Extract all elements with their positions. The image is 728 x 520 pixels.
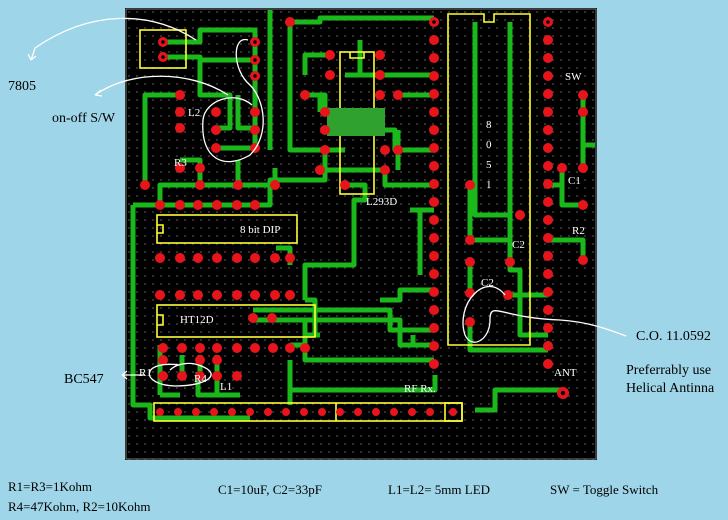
trace xyxy=(163,54,255,63)
trace xyxy=(163,27,258,45)
switch-arrowhead xyxy=(94,89,103,97)
ht12d-outline xyxy=(156,304,316,338)
c2-label-lower: C2 xyxy=(481,277,494,289)
c1-label: C1 xyxy=(568,175,581,187)
trace xyxy=(235,95,255,131)
trace xyxy=(287,22,325,153)
legend-switch: SW = Toggle Switch xyxy=(550,482,659,497)
trace xyxy=(157,168,278,202)
l1-label: L1 xyxy=(220,381,233,393)
trace xyxy=(380,287,434,303)
ant-block xyxy=(444,402,463,422)
trace xyxy=(475,387,560,413)
trace xyxy=(290,15,434,25)
crystal-label: C.O. 11.0592 xyxy=(636,329,711,344)
crystal-arrow xyxy=(462,285,627,343)
trace xyxy=(467,262,548,353)
trace xyxy=(157,345,180,398)
l293d-heatsink xyxy=(327,108,385,136)
dip-label: 8 bit DIP xyxy=(240,224,281,236)
trace xyxy=(253,307,434,333)
dip-switch-outline xyxy=(156,214,298,244)
handdrawn-annotations xyxy=(27,17,627,387)
trace xyxy=(287,360,438,393)
trace xyxy=(180,157,203,185)
switch-label: on-off S/W xyxy=(52,111,116,126)
l2-label: L2 xyxy=(188,107,201,119)
trace xyxy=(302,182,368,300)
switch-arrow xyxy=(94,75,229,96)
trace xyxy=(400,335,416,348)
legend-capacitors: C1=10uF, C2=33pF xyxy=(218,482,322,497)
mcu-char-1: 1 xyxy=(486,179,492,191)
legend-leds: L1=L2= 5mm LED xyxy=(388,482,491,497)
trace xyxy=(142,92,180,185)
trace xyxy=(410,207,434,275)
r4-label: R4 xyxy=(194,373,207,385)
regulator-arrowhead xyxy=(27,53,37,61)
trace xyxy=(472,22,510,218)
trace xyxy=(507,22,548,338)
trace xyxy=(322,147,434,188)
regulator-arrow xyxy=(30,17,197,61)
r2-label: R2 xyxy=(572,225,585,237)
legend-resistors-1: R1=R3=1Kohm xyxy=(8,479,93,494)
ant-label: ANT xyxy=(554,367,577,379)
r1-label: R1 xyxy=(139,367,152,379)
c2-label-upper: C2 xyxy=(512,239,525,251)
trace xyxy=(197,60,233,131)
trace xyxy=(302,52,330,75)
trace xyxy=(548,237,586,260)
trace xyxy=(559,168,583,208)
mcu-char-5: 5 xyxy=(486,159,492,171)
l293d-notch xyxy=(349,52,365,59)
ht12d-notch xyxy=(157,314,164,326)
pad-holes xyxy=(161,20,566,396)
pads xyxy=(140,17,588,416)
regulator-label: 7805 xyxy=(8,79,36,94)
mcu-outline xyxy=(447,13,531,346)
sw-label: SW xyxy=(565,71,582,83)
transistor-loop xyxy=(148,362,212,387)
rf-rx-label: RF Rx. xyxy=(404,383,436,395)
l293d-label: L293D xyxy=(366,196,398,208)
antenna-note-line2: Helical Antinna xyxy=(626,381,715,396)
dip-notch xyxy=(157,224,164,234)
board-outline xyxy=(125,8,597,460)
regulator-outline xyxy=(139,29,187,69)
transistor-arrowhead xyxy=(121,370,128,380)
r3-label: R3 xyxy=(174,157,187,169)
legend-resistors-2: R4=47Kohm, R2=10Kohm xyxy=(8,499,151,514)
mcu-char-0: 0 xyxy=(486,139,492,151)
switch-loop xyxy=(202,39,264,163)
trace xyxy=(133,165,328,208)
ht12d-label: HT12D xyxy=(180,314,214,326)
trace xyxy=(130,205,250,421)
antenna-note-line1: Preferrably use xyxy=(626,363,712,378)
transistor-label: BC547 xyxy=(64,372,104,387)
mcu-char-8: 8 xyxy=(486,119,492,131)
